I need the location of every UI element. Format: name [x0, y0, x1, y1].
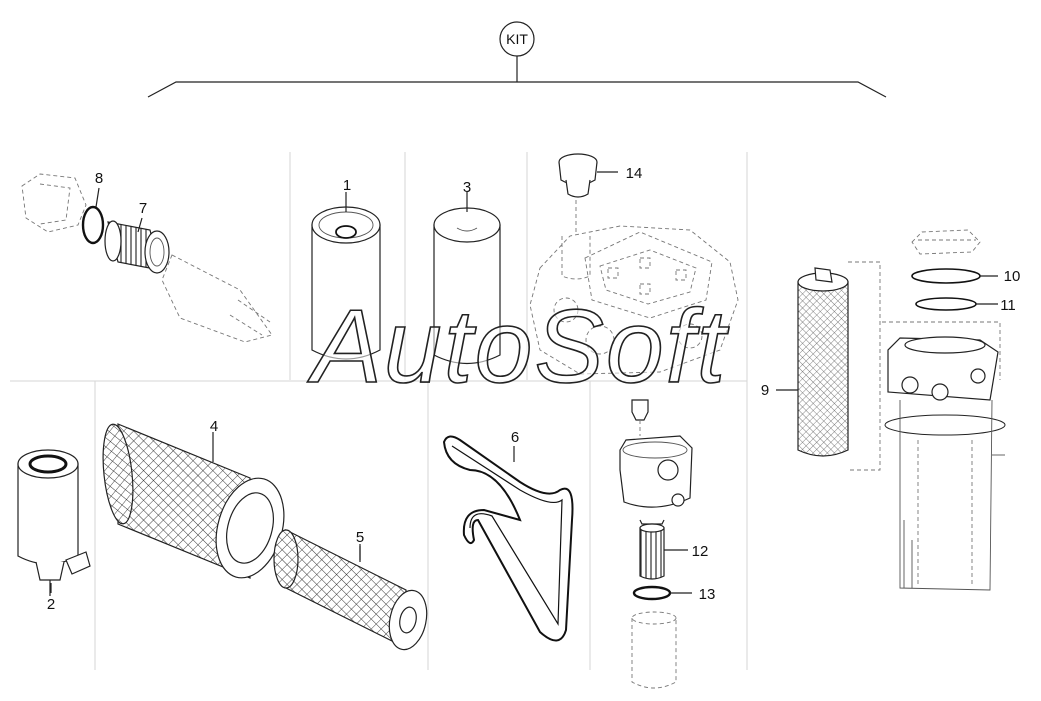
kit-bracket	[147, 81, 887, 98]
kit-group: KIT	[147, 21, 887, 98]
leader-lines	[50, 187, 361, 593]
callout-5: 5	[356, 529, 364, 546]
callout-4: 4	[210, 418, 218, 435]
callout-7: 7	[139, 200, 147, 217]
part-13-oring	[632, 585, 672, 601]
part-2-fuel-filter	[17, 449, 91, 596]
callout-1: 1	[343, 177, 351, 194]
callout-2: 2	[47, 596, 55, 613]
return-filter-housing	[882, 321, 1006, 591]
callout-11: 11	[1000, 297, 1016, 314]
callout-9: 9	[761, 382, 769, 399]
part-11-oring	[915, 297, 977, 311]
part-12-13-assembly	[619, 399, 693, 689]
part-14-breather-cap	[558, 153, 618, 232]
part-4-air-filter	[102, 423, 285, 579]
section-separators	[10, 152, 748, 670]
hydraulic-housing	[529, 225, 739, 375]
part-6-drive-belt	[442, 435, 574, 642]
part-5-air-filter-inner	[273, 529, 428, 651]
part-10-11-rings	[911, 229, 998, 311]
callout-8: 8	[95, 170, 103, 187]
watermark-text: AutoSoft	[307, 289, 730, 405]
part-10-oring	[911, 268, 981, 284]
part-8-oring	[81, 205, 105, 245]
callout-14: 14	[626, 165, 643, 182]
part-1-oil-filter	[311, 192, 381, 360]
part-9-filter-element	[776, 261, 881, 471]
callout-labels: 1 2 3 4 5 6 7 8 9 10 11 12 13 14	[47, 165, 1021, 613]
callout-3: 3	[463, 179, 471, 196]
callout-10: 10	[1004, 268, 1021, 285]
callout-13: 13	[699, 586, 716, 603]
kit-label: KIT	[506, 31, 528, 47]
part-3-filter-cartridge	[433, 192, 501, 364]
callout-12: 12	[692, 543, 709, 560]
callout-6: 6	[511, 429, 519, 446]
part-7-strainer	[104, 220, 170, 274]
part-7-8-assembly	[21, 173, 273, 343]
part-12-strainer	[639, 523, 665, 580]
